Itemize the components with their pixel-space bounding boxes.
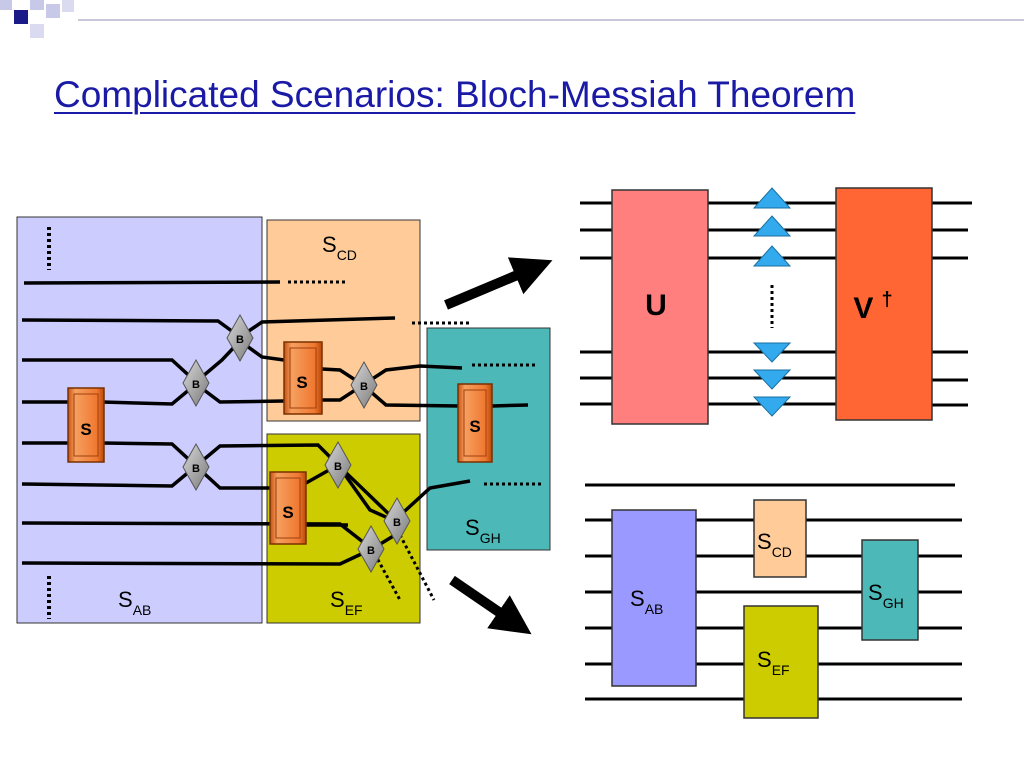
svg-text:B: B [236, 334, 244, 346]
squeeze-triangles [752, 187, 792, 417]
triangle-down-icon [752, 369, 792, 390]
svg-text:B: B [367, 545, 375, 557]
region-gh-label: SGH [465, 515, 501, 546]
squeezer-label: S [296, 373, 307, 392]
unitary-u-block [611, 189, 709, 425]
svg-text:B: B [393, 517, 401, 529]
triangle-down-icon [752, 342, 792, 363]
beam-splitter-5: B [324, 440, 352, 490]
squeezer-label: S [469, 417, 480, 436]
beam-splitter-4: B [182, 442, 210, 492]
continuation-dots [288, 280, 544, 601]
squeezer-label: S [80, 420, 91, 439]
beam-splitter-2: B [182, 358, 210, 408]
triangle-up-icon [752, 215, 792, 237]
arrow-down-right [449, 575, 532, 635]
unitary-v-label: V† [853, 289, 892, 325]
squeezer-2: S [283, 341, 323, 415]
block-s-ef-label: SEF [757, 647, 790, 678]
block-s-gh-label: SGH [868, 580, 904, 611]
squeezer-4: S [269, 471, 307, 545]
svg-text:B: B [192, 463, 200, 475]
region-ab-label: SAB [118, 587, 151, 618]
svg-text:B: B [334, 461, 342, 473]
beam-splitter-6: B [383, 496, 411, 546]
svg-text:B: B [360, 381, 368, 393]
corner-decoration [0, 0, 1024, 38]
squeezer-label: S [282, 503, 293, 522]
block-s-cd [753, 499, 807, 578]
unitary-u-label: U [645, 289, 667, 322]
block-s-ab-label: SAB [630, 586, 663, 617]
beam-splitter-3: B [350, 360, 378, 410]
region-ef-label: SEF [330, 587, 363, 618]
arrow-up-right [444, 257, 553, 310]
block-s-ef [743, 605, 819, 719]
triangle-up-icon [752, 245, 792, 267]
beam-splitter-1: B [226, 313, 254, 363]
slide-title: Complicated Scenarios: Bloch-Messiah The… [54, 74, 856, 115]
block-s-cd-label: SCD [757, 529, 792, 560]
squeezer-3: S [457, 383, 493, 463]
svg-text:B: B [192, 379, 200, 391]
triangle-down-icon [752, 396, 792, 417]
squeezer-1: S [67, 387, 105, 463]
block-s-ab [611, 509, 697, 687]
triangle-up-icon [752, 187, 792, 209]
beam-splitter-7: B [357, 524, 385, 574]
block-s-gh [861, 539, 919, 641]
unitary-v-block [835, 187, 933, 421]
region-cd-label: SCD [322, 232, 357, 263]
region-ab [16, 216, 263, 624]
